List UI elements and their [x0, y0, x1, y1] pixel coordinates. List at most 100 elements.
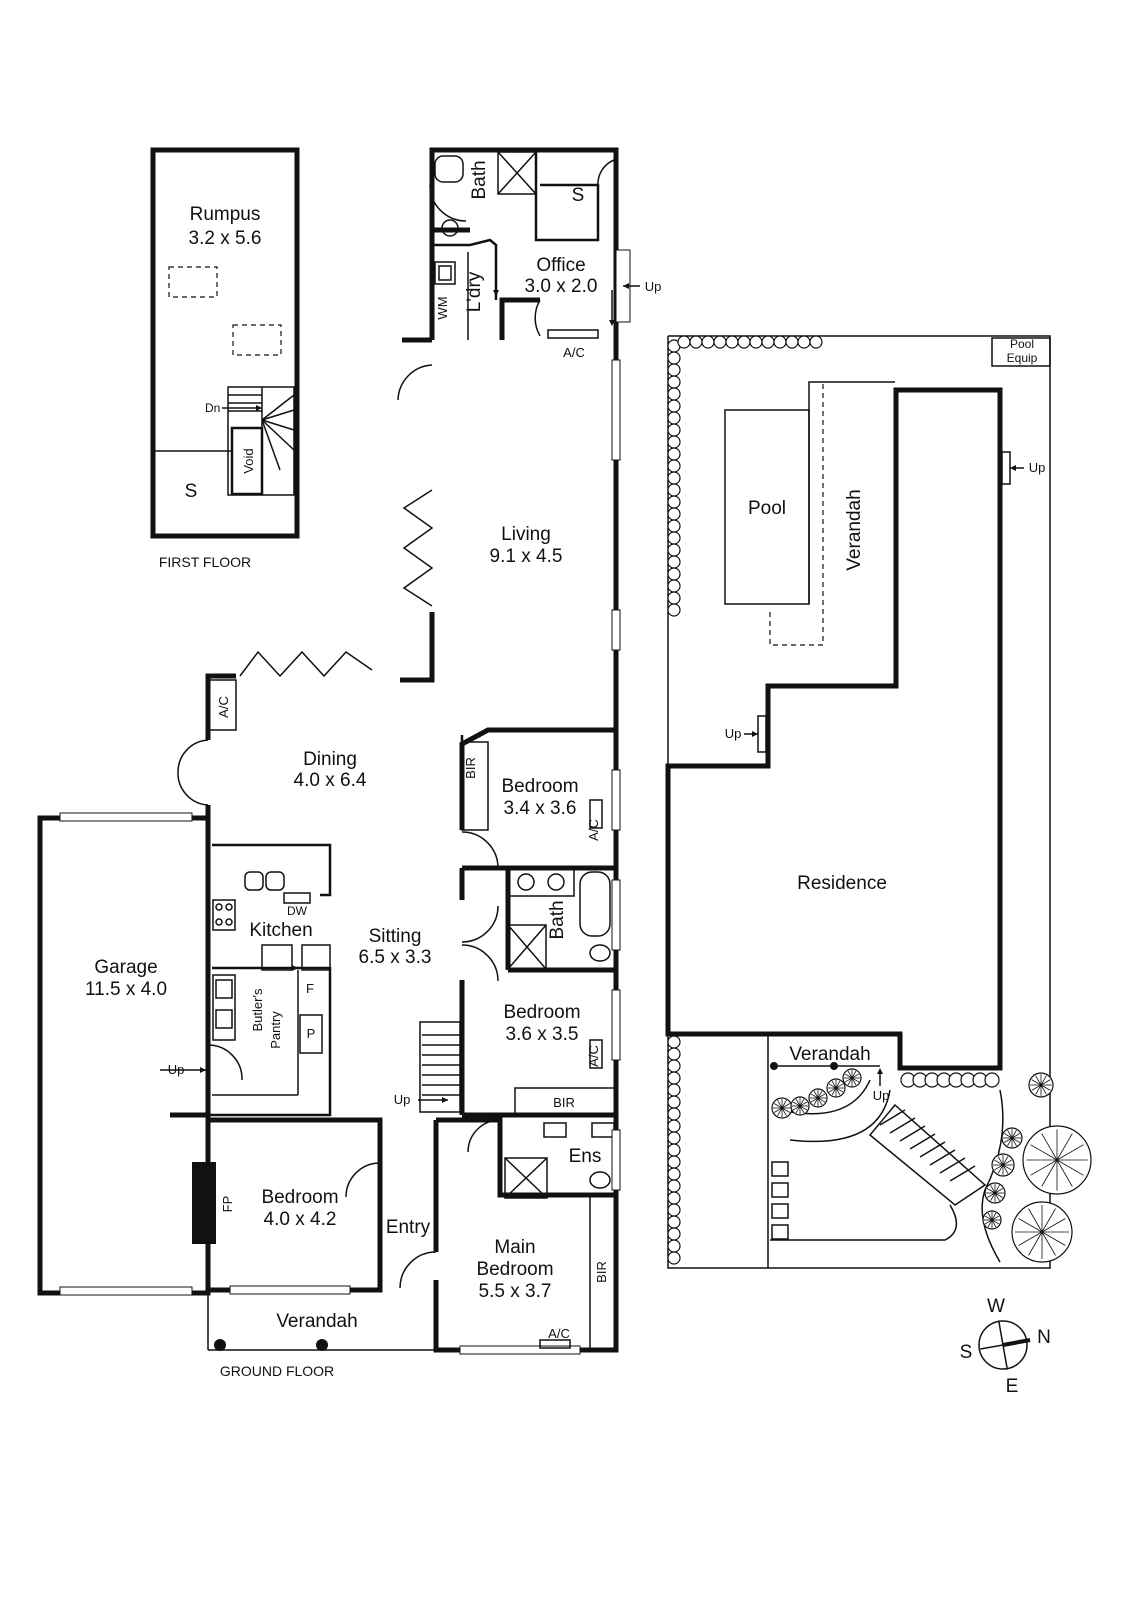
laundry-label: L'dry: [464, 271, 485, 312]
hedge-shrub: [773, 335, 787, 349]
site-up-label-3: Up: [873, 1088, 890, 1103]
office-ac-label: A/C: [563, 345, 585, 360]
bedroom4-label: Bedroom: [261, 1187, 338, 1208]
hedge-shrub: [667, 411, 681, 425]
office-storage-label: S: [572, 185, 585, 206]
bedroom4-dim: 4.0 x 4.2: [264, 1209, 337, 1230]
hedge-shrub: [667, 1215, 681, 1229]
hedge-left: [667, 339, 681, 617]
site-up-label-2: Up: [725, 726, 742, 741]
hedge-shrub: [785, 335, 799, 349]
tree: [790, 1096, 810, 1116]
first-floor-caption: FIRST FLOOR: [159, 554, 251, 570]
garage-outline: [37, 815, 211, 1296]
hedge-shrub: [689, 335, 703, 349]
main-bedroom-ac-label: A/C: [548, 1326, 570, 1341]
hedge-shrub: [667, 1107, 681, 1121]
hedge-rear: [900, 1072, 1000, 1088]
butlers-pantry-label-1: Butler's: [250, 988, 265, 1031]
hedge-shrub: [667, 1239, 681, 1253]
office-up-label: Up: [645, 279, 662, 294]
hedge-shrub: [667, 447, 681, 461]
main-bedroom-bir-label: BIR: [594, 1261, 609, 1283]
tree: [826, 1078, 846, 1098]
bedroom3-bir-label: BIR: [553, 1095, 575, 1110]
bedroom3-dim: 3.6 x 3.5: [506, 1024, 579, 1045]
hedge-shrub: [667, 1155, 681, 1169]
void-box: [230, 426, 264, 496]
hedge-shrub: [667, 1179, 681, 1193]
pool-label: Pool: [748, 498, 786, 519]
tree: [984, 1182, 1006, 1204]
bedroom2-bir-label: BIR: [463, 757, 478, 779]
compass-w: W: [987, 1296, 1005, 1317]
bath-upper-label: Bath: [469, 160, 490, 199]
hedge-shrub: [667, 375, 681, 389]
hedge-shrub: [667, 1227, 681, 1241]
bedroom3-label: Bedroom: [503, 1002, 580, 1023]
garage-dim: 11.5 x 4.0: [85, 979, 167, 1000]
hedge-shrub: [667, 1035, 681, 1049]
front-verandah-label: Verandah: [276, 1311, 357, 1332]
hedge-shrub: [667, 459, 681, 473]
hedge-top: [677, 335, 823, 349]
hedge-shrub: [667, 1143, 681, 1157]
ground-floor: Living 9.1 x 4.5 Office 3.0 x 2.0 S Bath…: [37, 147, 662, 1379]
stairs-up-label: Up: [394, 1092, 411, 1107]
main-bedroom-label-1: Main: [494, 1237, 535, 1258]
tree: [1022, 1125, 1092, 1195]
first-floor: Rumpus 3.2 x 5.6 Dn Void S FIRST FLOOR: [150, 147, 300, 570]
hedge-shrub: [667, 435, 681, 449]
hedge-shrub: [737, 335, 751, 349]
dw-label: DW: [287, 904, 308, 918]
hedge-bottom: [667, 1035, 681, 1265]
hedge-shrub: [667, 519, 681, 533]
tree: [771, 1097, 793, 1119]
hedge-shrub: [667, 483, 681, 497]
hedge-shrub: [667, 363, 681, 377]
hedge-shrub: [667, 387, 681, 401]
hedge-shrub: [667, 591, 681, 605]
tree: [1001, 1127, 1023, 1149]
hedge-shrub: [667, 1131, 681, 1145]
hedge-shrub: [677, 335, 691, 349]
pantry-label: P: [307, 1026, 316, 1041]
office-label: Office: [536, 255, 585, 276]
living-dim: 9.1 x 4.5: [490, 546, 563, 567]
hedge-shrub: [667, 567, 681, 581]
ground-floor-caption: GROUND FLOOR: [220, 1363, 334, 1379]
tree: [1028, 1072, 1054, 1098]
compass: N S E W: [960, 1296, 1051, 1397]
rumpus-dim: 3.2 x 5.6: [189, 228, 262, 249]
hedge-shrub: [701, 335, 715, 349]
hedge-shrub: [667, 1047, 681, 1061]
garage-up-label: Up: [168, 1062, 185, 1077]
ensuite-label: Ens: [569, 1146, 602, 1167]
pool-verandah-label: Verandah: [844, 489, 865, 570]
rumpus-label: Rumpus: [190, 204, 261, 225]
fridge-label: F: [306, 981, 314, 996]
compass-e: E: [1006, 1376, 1019, 1397]
void-label: Void: [241, 448, 256, 473]
hedge-shrub: [809, 335, 823, 349]
dining-dim: 4.0 x 6.4: [294, 770, 367, 791]
dining-label: Dining: [303, 749, 357, 770]
hedge-shrub: [667, 1095, 681, 1109]
hedge-shrub: [667, 495, 681, 509]
dining-ac-label: A/C: [216, 696, 231, 718]
sitting-label: Sitting: [369, 926, 422, 947]
bath-mid-label: Bath: [547, 900, 568, 939]
rumpus-storage-label: S: [185, 481, 198, 502]
hedge-shrub: [667, 423, 681, 437]
hedge-shrub: [667, 1083, 681, 1097]
hedge-shrub: [667, 579, 681, 593]
fireplace: [192, 1162, 216, 1244]
tree: [982, 1210, 1002, 1230]
bedroom2-label: Bedroom: [501, 776, 578, 797]
rear-verandah-label: Verandah: [789, 1044, 870, 1065]
kitchen-label: Kitchen: [249, 920, 312, 941]
residence-label: Residence: [797, 873, 887, 894]
garden-trees: [771, 1068, 1092, 1263]
main-bedroom-label-2: Bedroom: [476, 1259, 553, 1280]
fireplace-label: FP: [220, 1196, 235, 1213]
